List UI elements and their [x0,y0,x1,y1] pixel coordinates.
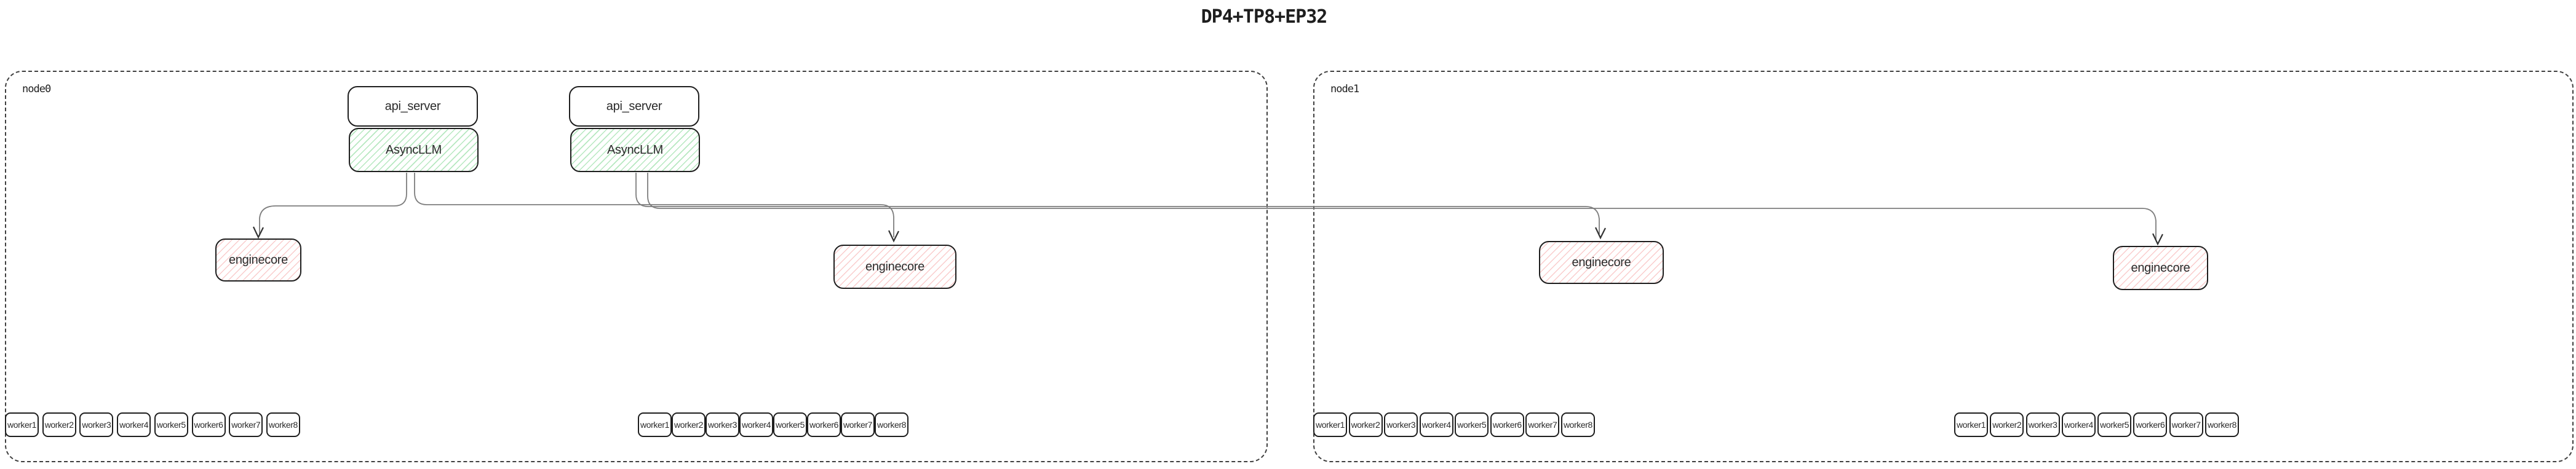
worker-box: worker1 [1954,412,1988,437]
worker-box: worker3 [1384,412,1418,437]
worker-box: worker4 [117,412,151,437]
worker-group-node0-2: worker1 worker2 worker3 worker4 worker5 … [638,412,908,437]
worker-box: worker3 [2025,412,2060,437]
worker-box: worker7 [2169,412,2203,437]
worker-box: worker8 [1560,412,1595,437]
worker-box: worker1 [1313,412,1347,437]
worker-group-node1-1: worker1 worker2 worker3 worker4 worker5 … [1313,412,1595,437]
node0-container: node0 [5,71,1268,462]
worker-box: worker8 [2204,412,2239,437]
worker-box: worker5 [154,412,188,437]
worker-box: worker2 [1990,412,2024,437]
node1-container: node1 [1313,71,2574,462]
api-server-box-2: api_server [569,86,699,127]
api-server-box-1: api_server [348,86,478,127]
node0-label: node0 [22,83,51,95]
worker-box: worker3 [79,412,114,437]
worker-box: worker6 [191,412,226,437]
worker-box: worker4 [739,412,773,437]
worker-box: worker2 [1348,412,1383,437]
asyncllm-box-2: AsyncLLM [570,128,700,172]
worker-box: worker2 [672,412,706,437]
worker-box: worker7 [229,412,263,437]
worker-box: worker4 [1419,412,1453,437]
worker-group-node0-1: worker1 worker2 worker3 worker4 worker5 … [5,412,300,437]
worker-box: worker8 [266,412,300,437]
diagram-title: DP4+TP8+EP32 [1201,6,1328,28]
enginecore-box-3: enginecore [1539,241,1664,284]
enginecore-box-1: enginecore [215,238,301,282]
worker-box: worker5 [2097,412,2132,437]
node1-label: node1 [1330,83,1359,95]
worker-box: worker7 [1525,412,1560,437]
enginecore-box-4: enginecore [2113,246,2208,290]
asyncllm-box-1: AsyncLLM [349,128,479,172]
worker-box: worker1 [638,412,672,437]
worker-box: worker5 [1455,412,1489,437]
worker-box: worker3 [706,412,739,437]
worker-box: worker5 [773,412,807,437]
worker-box: worker6 [1490,412,1524,437]
worker-box: worker4 [2061,412,2096,437]
worker-group-node1-2: worker1 worker2 worker3 worker4 worker5 … [1954,412,2239,437]
worker-box: worker6 [807,412,841,437]
worker-box: worker2 [42,412,76,437]
worker-box: worker6 [2133,412,2168,437]
worker-box: worker7 [841,412,875,437]
worker-box: worker8 [875,412,908,437]
enginecore-box-2: enginecore [833,245,956,289]
worker-box: worker1 [5,412,39,437]
